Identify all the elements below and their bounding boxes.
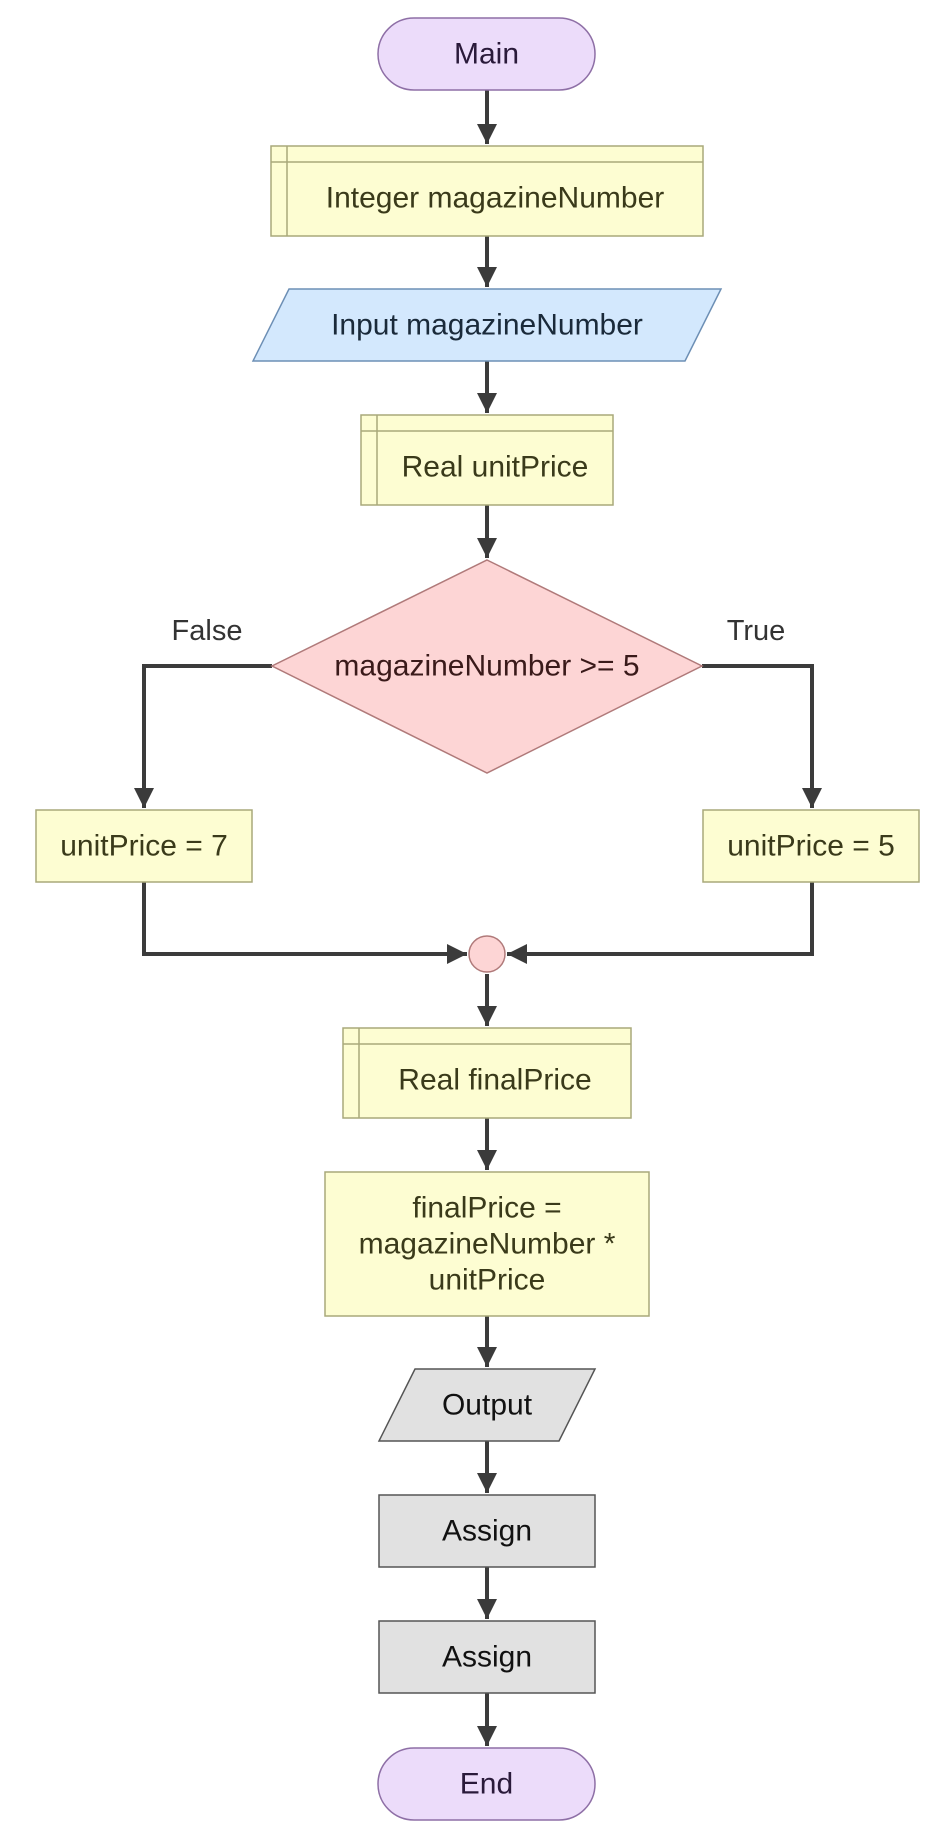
assign-false-node[interactable]: unitPrice = 7 — [35, 809, 253, 883]
declare-magazine-number-node[interactable]: Integer magazineNumber — [270, 145, 704, 237]
assign-node-1[interactable]: Assign — [378, 1494, 596, 1568]
decision-label: magazineNumber >= 5 — [334, 650, 639, 683]
compute-final-price-node[interactable]: finalPrice = magazineNumber * unitPrice — [324, 1171, 650, 1317]
assign-node-2[interactable]: Assign — [378, 1620, 596, 1694]
edge-false-to-merge — [142, 882, 467, 964]
output-label: Output — [442, 1389, 533, 1422]
decision-node[interactable]: magazineNumber >= 5 — [270, 559, 704, 774]
input-magazine-number-node[interactable]: Input magazineNumber — [251, 288, 723, 362]
declare-final-price-label: Real finalPrice — [398, 1064, 591, 1097]
start-terminal[interactable]: Main — [377, 17, 596, 91]
assign-false-label: unitPrice = 7 — [60, 830, 228, 863]
compute-label-line-1: finalPrice = — [412, 1192, 561, 1225]
assign-label-2: Assign — [442, 1641, 532, 1674]
start-terminal-label: Main — [454, 38, 519, 71]
assign-label-1: Assign — [442, 1515, 532, 1548]
compute-label-line-2: magazineNumber * — [359, 1228, 616, 1261]
edges — [134, 90, 822, 1746]
end-terminal-label: End — [460, 1768, 513, 1801]
input-magazine-number-label: Input magazineNumber — [331, 309, 643, 342]
assign-true-node[interactable]: unitPrice = 5 — [702, 809, 920, 883]
declare-magazine-number-label: Integer magazineNumber — [326, 182, 665, 215]
edge-label-false: False — [172, 615, 243, 647]
edge-label-true: True — [727, 615, 786, 647]
declare-unit-price-node[interactable]: Real unitPrice — [360, 414, 614, 506]
assign-true-label: unitPrice = 5 — [727, 830, 895, 863]
compute-label-line-3: unitPrice — [429, 1264, 546, 1297]
declare-unit-price-label: Real unitPrice — [402, 451, 589, 484]
declare-final-price-node[interactable]: Real finalPrice — [342, 1027, 632, 1119]
edge-decision-false — [134, 664, 272, 808]
output-node[interactable]: Output — [377, 1368, 597, 1442]
edge-decision-true — [702, 664, 822, 808]
end-terminal[interactable]: End — [377, 1747, 596, 1821]
merge-connector — [468, 935, 506, 973]
edge-true-to-merge — [507, 882, 814, 964]
